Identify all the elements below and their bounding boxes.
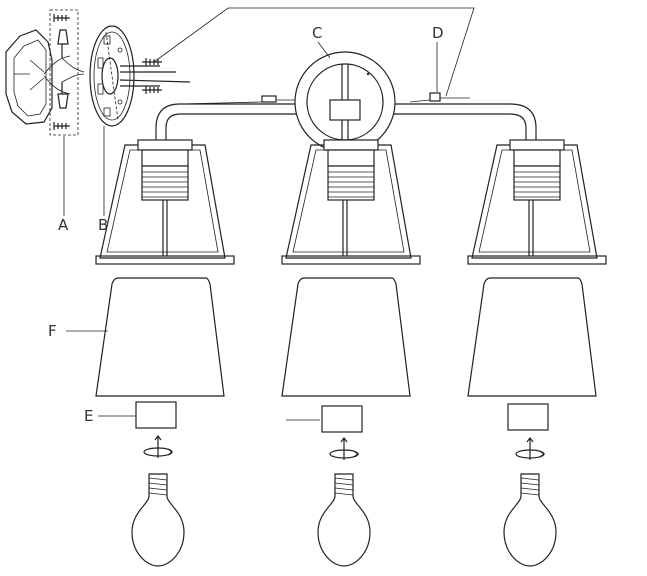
screw-icon — [142, 58, 162, 66]
lamp-shade-center — [281, 277, 411, 397]
mounting-plate-b — [89, 25, 135, 127]
screw-icon — [53, 122, 70, 130]
label-f: F — [48, 322, 57, 340]
wall-plate-outline — [153, 7, 475, 97]
glass-cover-right — [507, 403, 549, 431]
canopy-c — [294, 51, 396, 153]
light-bulb-icon — [131, 473, 185, 567]
wire-nut-icon — [57, 29, 69, 58]
lamp-shade-right — [467, 277, 597, 397]
rotate-arrow-icon — [515, 437, 545, 460]
label-d: D — [432, 24, 444, 42]
rotate-arrow-icon — [329, 437, 359, 460]
glass-cover-center — [321, 405, 363, 433]
screw-icon — [53, 14, 70, 22]
junction-box — [5, 29, 71, 125]
light-assembly-center — [281, 139, 421, 265]
leader-lines — [63, 41, 438, 421]
wire-nut-icon — [57, 82, 69, 109]
wiring-bundle — [119, 58, 191, 94]
light-assembly-right — [467, 139, 607, 265]
screw-bracket-a — [49, 9, 85, 136]
light-assembly-left — [95, 139, 235, 265]
lamp-shade-left — [95, 277, 225, 397]
glass-cover-left — [135, 401, 177, 429]
arm-wire — [179, 92, 470, 105]
rotate-arrow-icon — [143, 435, 173, 458]
screw-icon — [142, 86, 162, 94]
label-b: B — [98, 216, 108, 234]
label-a: A — [58, 216, 69, 234]
light-bulb-icon — [503, 473, 557, 567]
label-e: E — [84, 407, 93, 425]
label-c: C — [312, 24, 322, 42]
light-bulb-icon — [317, 473, 371, 567]
